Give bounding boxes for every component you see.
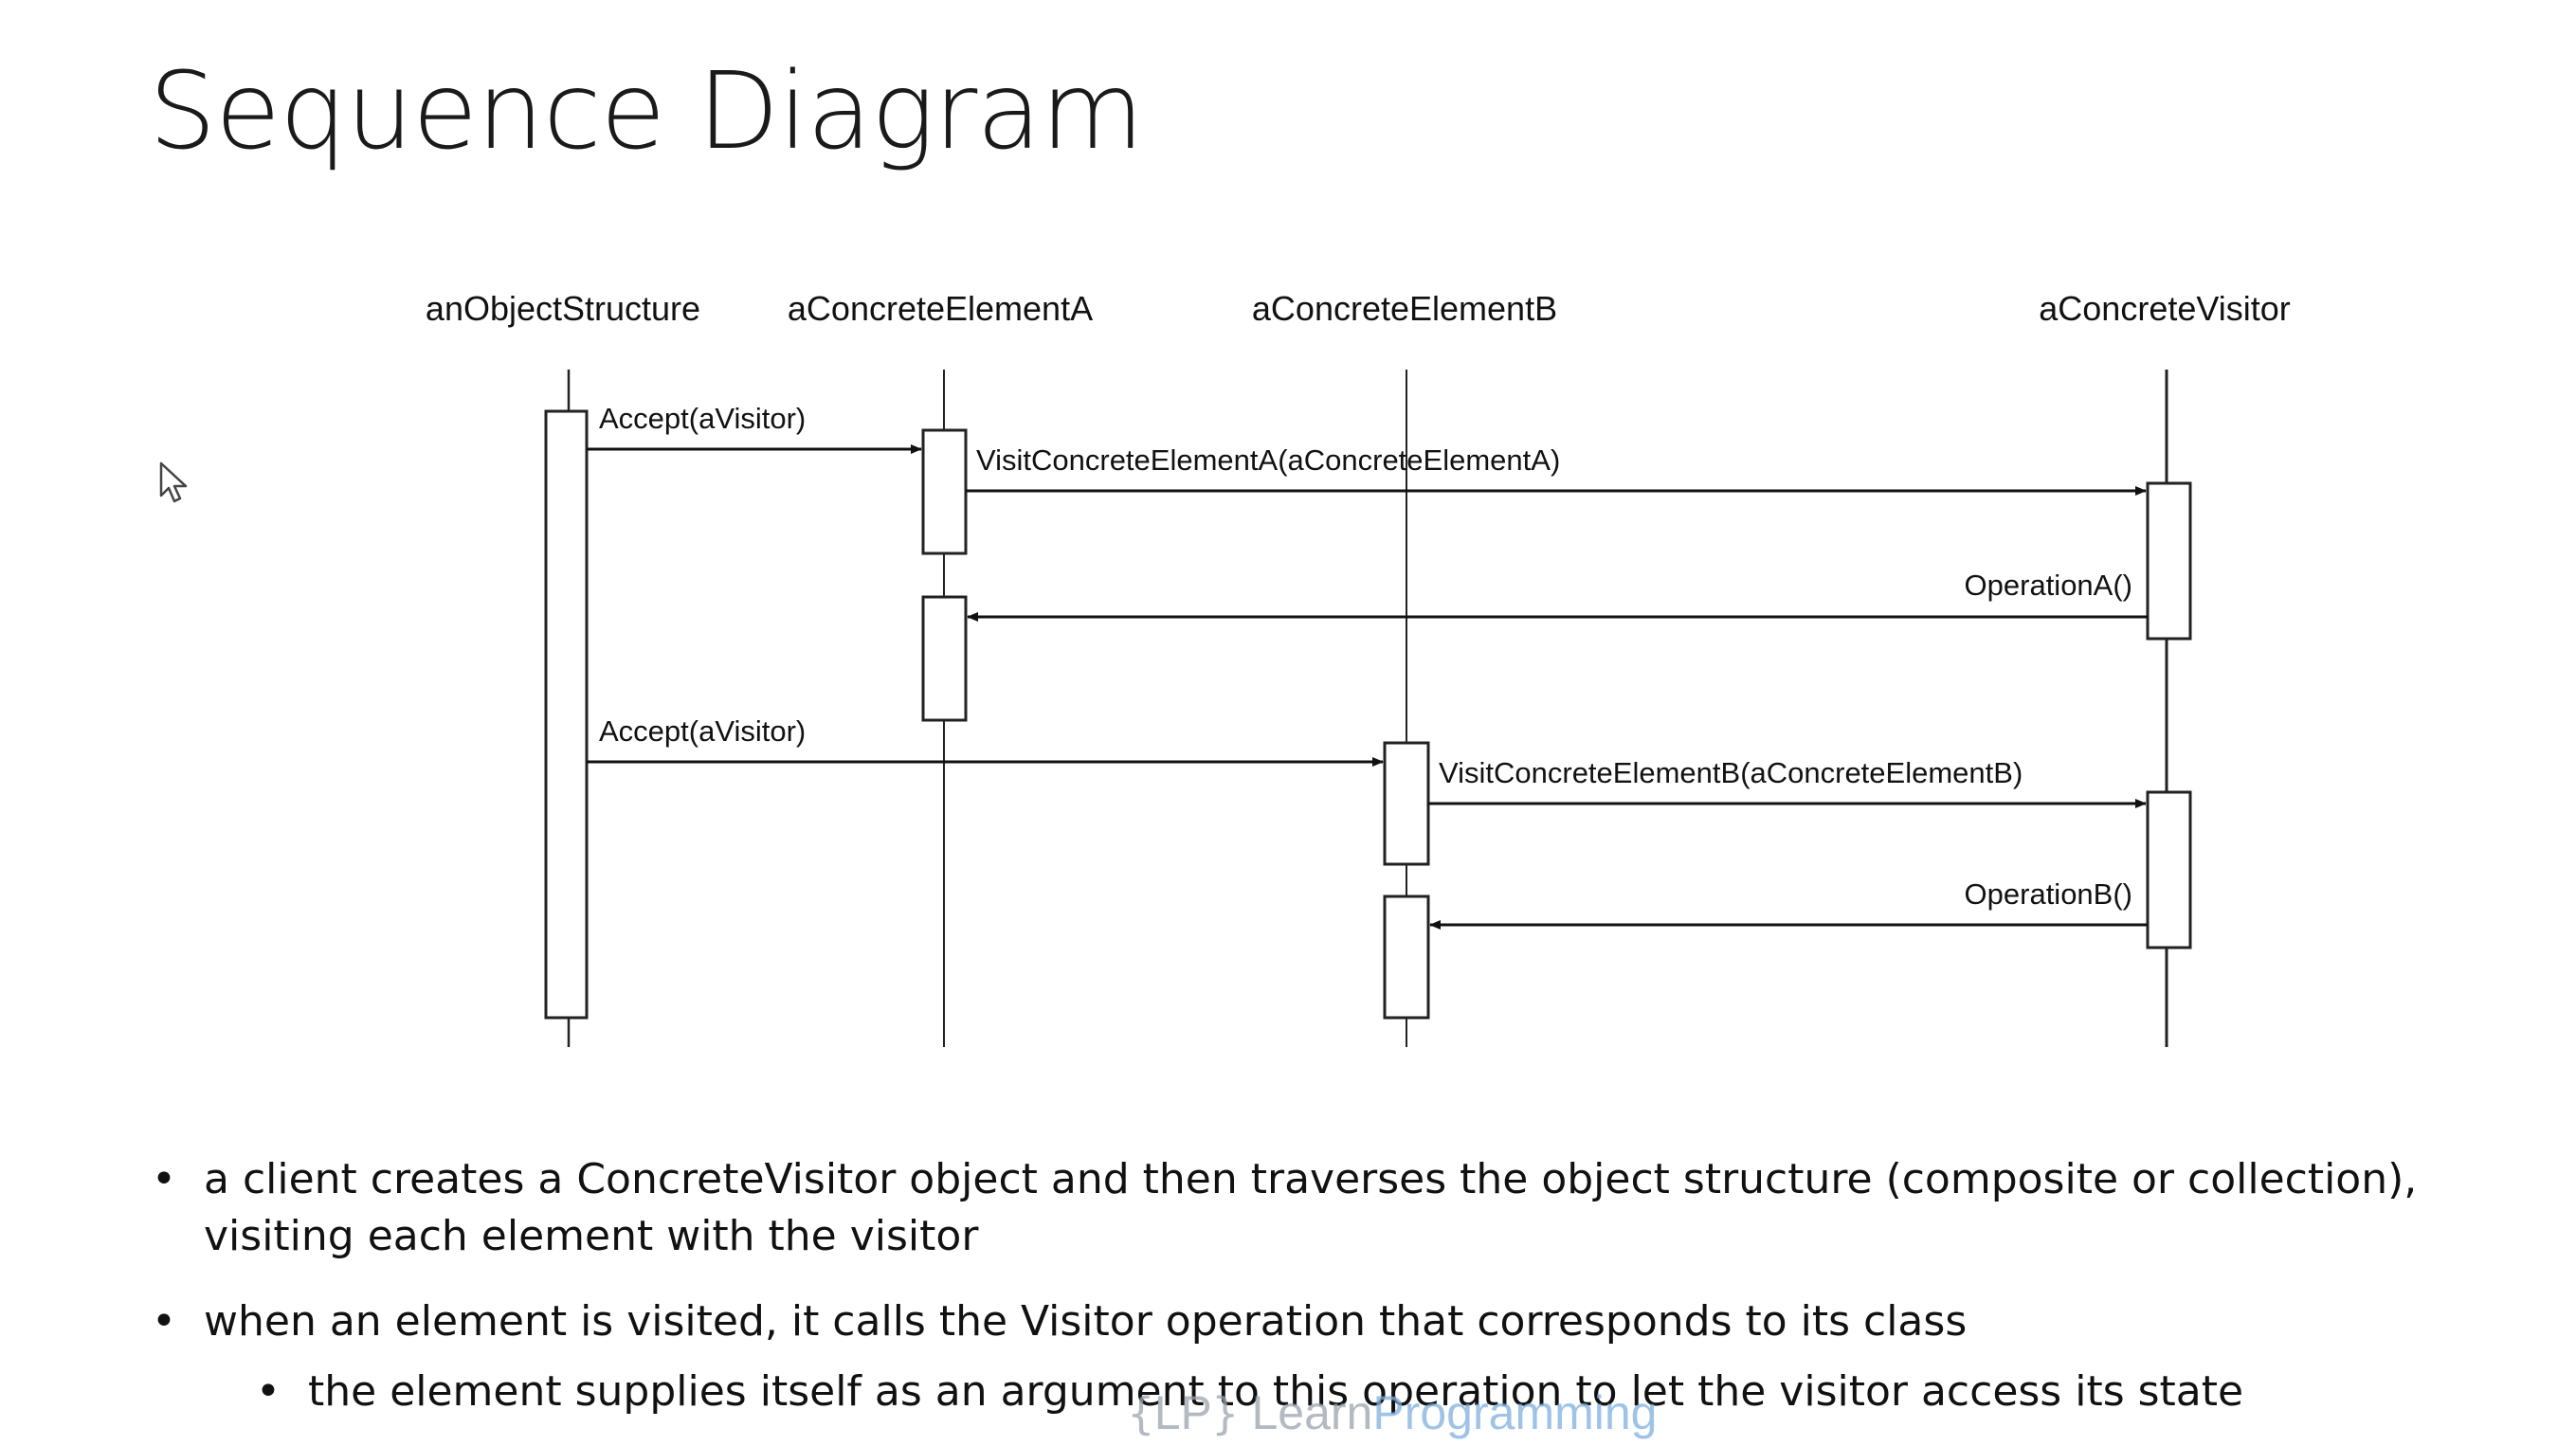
- activation-element-b-1: [1383, 741, 1430, 866]
- slide-title: Sequence Diagram: [149, 50, 1144, 173]
- lifeline-label-element-b: aConcreteElementB: [1252, 289, 1557, 328]
- activation-visitor-2: [2146, 790, 2192, 949]
- bullet-item: when an element is visited, it calls the…: [152, 1293, 2483, 1350]
- sub-bullet-item: the element supplies itself as an argume…: [256, 1364, 2483, 1420]
- activation-visitor-1: [2146, 481, 2192, 641]
- message-label-operation-a: OperationA(): [1965, 569, 2132, 602]
- sequence-diagram: anObjectStructure aConcreteElementA aCon…: [426, 289, 2291, 1047]
- message-label-accept-b: Accept(aVisitor): [599, 714, 806, 748]
- activation-element-a-1: [921, 428, 968, 555]
- lifeline-label-structure: anObjectStructure: [426, 289, 700, 328]
- activation-element-b-2: [1383, 895, 1430, 1020]
- message-label-visit-b: VisitConcreteElementB(aConcreteElementB): [1439, 756, 2023, 789]
- lifeline-label-visitor: aConcreteVisitor: [2039, 289, 2290, 328]
- learn-programming-watermark: {LP} LearnProgramming: [1128, 1386, 1658, 1439]
- activation-structure: [544, 409, 589, 1020]
- message-label-accept-a: Accept(aVisitor): [599, 402, 806, 435]
- lifeline-label-element-a: aConcreteElementA: [788, 289, 1093, 328]
- bullet-item: a client creates a ConcreteVisitor objec…: [152, 1151, 2483, 1265]
- mouse-cursor-icon: [159, 461, 188, 503]
- activation-element-a-2: [921, 595, 968, 722]
- message-label-operation-b: OperationB(): [1965, 877, 2132, 911]
- bullet-list: a client creates a ConcreteVisitor objec…: [152, 1151, 2483, 1420]
- message-label-visit-a: VisitConcreteElementA(aConcreteElementA): [976, 443, 1560, 477]
